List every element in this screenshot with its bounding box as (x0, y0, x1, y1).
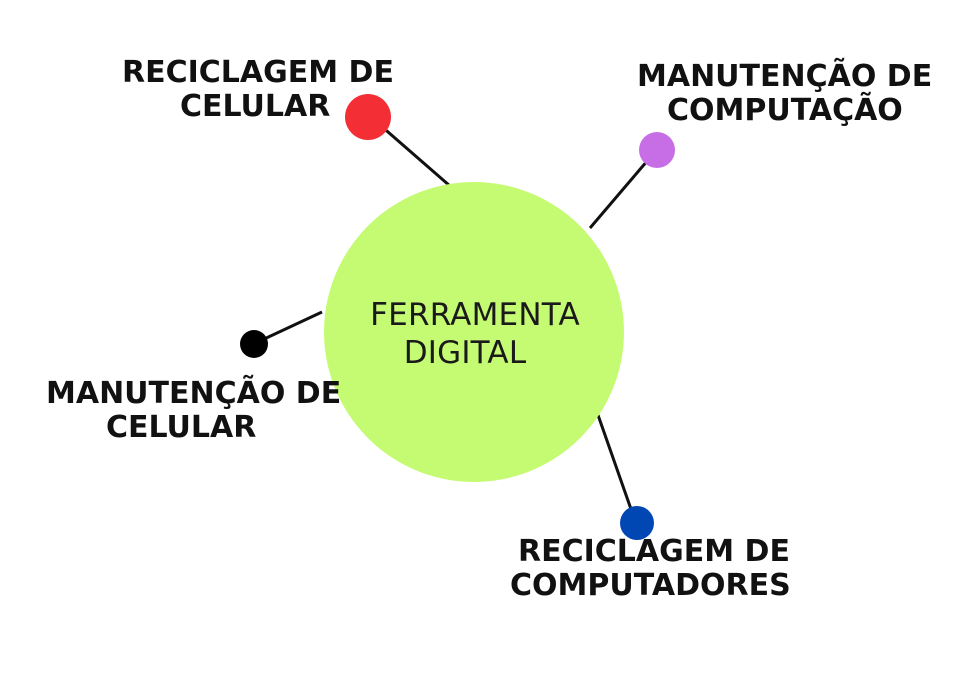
connector-manutencao-computacao (588, 159, 650, 229)
hub-label: FERRAMENTA DIGITAL (340, 296, 610, 372)
node-reciclagem-celular (345, 94, 391, 140)
label-manutencao-computacao-line1: MANUTENÇÃO DE (637, 59, 933, 94)
hub-label-line1: FERRAMENTA (370, 297, 580, 333)
label-manutencao-celular-line1: MANUTENÇÃO DE (46, 376, 342, 411)
connector-reciclagem-computadores (596, 414, 634, 513)
label-reciclagem-celular-line2: CELULAR (180, 89, 331, 124)
node-manutencao-computacao (639, 132, 675, 168)
node-manutencao-celular (240, 330, 268, 358)
label-reciclagem-computadores-line2: COMPUTADORES (510, 568, 791, 603)
hub-label-line2: DIGITAL (403, 335, 527, 371)
connector-manutencao-celular (261, 310, 323, 342)
node-reciclagem-computadores (620, 506, 654, 540)
label-reciclagem-celular: RECICLAGEM DE CELULAR (122, 56, 394, 124)
connector-reciclagem-celular (379, 123, 451, 188)
label-reciclagem-computadores: RECICLAGEM DE COMPUTADORES (510, 535, 791, 603)
hub-circle (324, 182, 624, 482)
label-reciclagem-celular-line1: RECICLAGEM DE (122, 55, 394, 90)
label-manutencao-computacao: MANUTENÇÃO DE COMPUTAÇÃO (637, 60, 932, 128)
label-manutencao-celular: MANUTENÇÃO DE CELULAR (46, 377, 341, 445)
label-manutencao-celular-line2: CELULAR (106, 410, 257, 445)
label-reciclagem-computadores-line1: RECICLAGEM DE (518, 534, 790, 569)
label-manutencao-computacao-line2: COMPUTAÇÃO (667, 93, 903, 128)
